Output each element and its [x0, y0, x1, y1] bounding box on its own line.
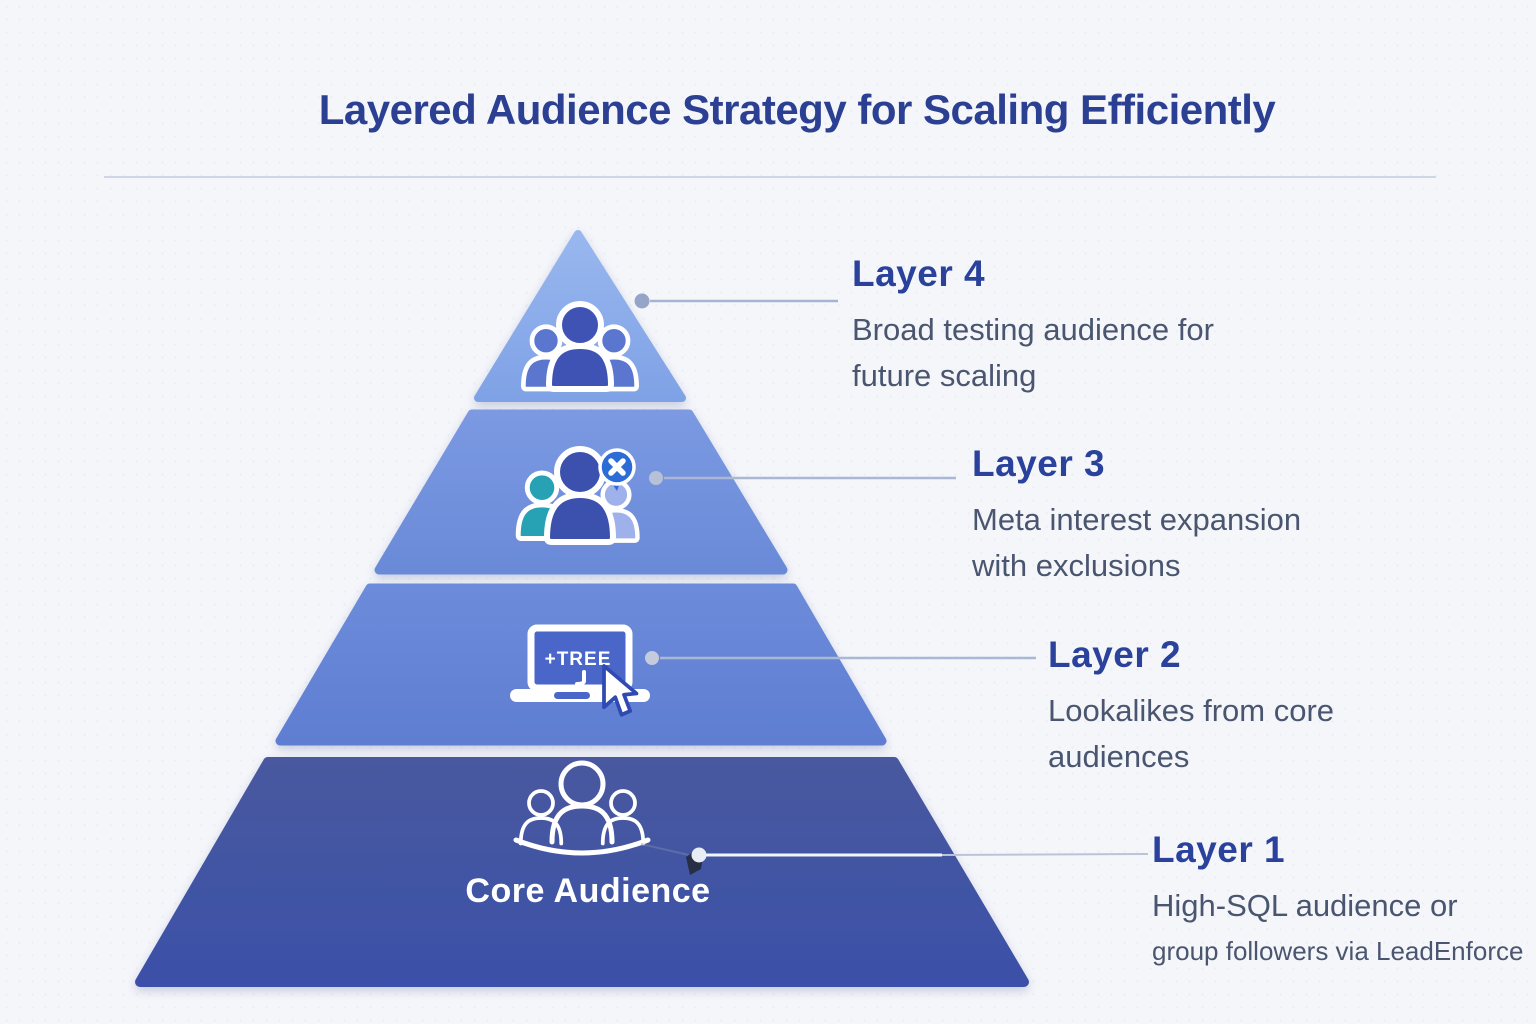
layer-2-description: Lookalikes from core audiences	[1048, 693, 1335, 774]
connector-dot-layer-1	[691, 847, 707, 863]
audience-group-icon	[521, 301, 639, 392]
layer-3-title: Layer 3	[972, 443, 1106, 484]
connector-layer-2	[645, 651, 1036, 665]
layer-1-title: Layer 1	[1152, 829, 1286, 870]
exclusion-x-badge	[598, 448, 636, 491]
callout-layer-3: Layer 3 Meta interest expansion with exc…	[972, 443, 1301, 589]
pyramid-layer-1-band	[135, 757, 1029, 987]
laptop-screen-mark	[575, 670, 586, 686]
layer-1-description: High-SQL audience or group followers via…	[1152, 888, 1524, 966]
core-audience-outline-icon	[513, 760, 651, 856]
page-title: Layered Audience Strategy for Scaling Ef…	[318, 86, 1276, 133]
laptop-screen-text: +TREE	[545, 649, 612, 670]
callout-layer-2: Layer 2 Lookalikes from core audiences	[1048, 634, 1334, 780]
core-audience-label: Core Audience	[465, 872, 711, 910]
callout-layer-1: Layer 1 High-SQL audience or group follo…	[1152, 829, 1523, 973]
title-divider	[104, 176, 1436, 178]
callout-layer-4: Layer 4 Broad testing audience for futur…	[852, 253, 1214, 399]
lookalike-laptop-icon: +TREE	[510, 624, 650, 717]
connector-layer-3	[649, 471, 956, 485]
connector-dot-layer-4	[634, 293, 650, 309]
connector-dot-layer-3	[649, 471, 663, 485]
layer-3-description: Meta interest expansion with exclusions	[972, 502, 1302, 583]
connector-layer-4	[634, 293, 838, 309]
layer-4-description: Broad testing audience for future scalin…	[852, 312, 1214, 393]
layer-2-title: Layer 2	[1048, 634, 1182, 675]
cursor-arrow-icon	[602, 664, 639, 717]
connector-layer-1	[640, 843, 1149, 875]
layer-4-title: Layer 4	[852, 253, 986, 294]
audience-exclusion-icon	[515, 446, 640, 545]
connector-dot-layer-2	[645, 651, 659, 665]
